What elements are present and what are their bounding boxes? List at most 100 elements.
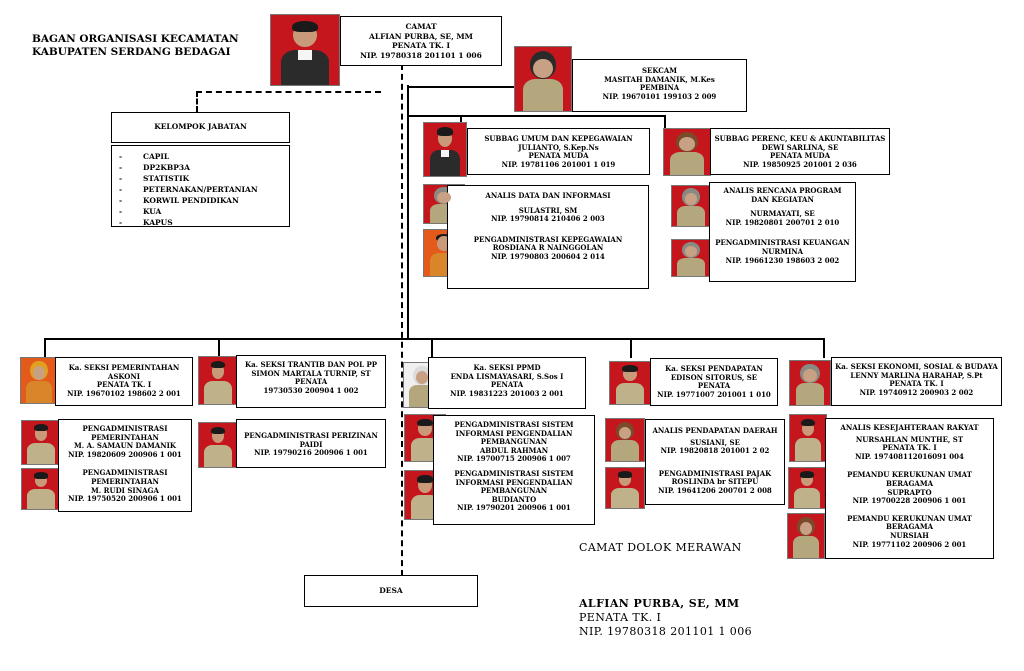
camat-nip: NIP. 19780318 201101 1 006 bbox=[360, 50, 482, 60]
subbag-umum-photo bbox=[423, 122, 467, 177]
desa-box: DESA bbox=[304, 575, 478, 607]
budianto-role-2: INFORMASI PENGENDALIAN bbox=[455, 477, 573, 487]
subbag-perenc-staff-box: ANALIS RENCANA PROGRAM DAN KEGIATAN NURM… bbox=[709, 182, 856, 282]
camat-box: CAMAT ALFIAN PURBA, SE, MM PENATA TK. I … bbox=[340, 16, 502, 66]
subbag-umum-nip: NIP. 19781106 201001 1 019 bbox=[501, 159, 616, 169]
kelompok-item: -STATISTIK bbox=[119, 174, 190, 183]
signature-rank: PENATA TK. I bbox=[579, 611, 662, 624]
sekcam-name: MASITAH DAMANIK, M.Kes bbox=[604, 74, 715, 84]
seksi-horizontal-line bbox=[44, 338, 825, 340]
camat-name: ALFIAN PURBA, SE, MM bbox=[369, 31, 473, 41]
paidi-role: PENGADMINISTRASI PERIZINAN bbox=[244, 431, 378, 440]
nursiah-name: NURSIAH bbox=[890, 530, 929, 540]
rudi-sinaga-nip: NIP. 19750520 200906 1 001 bbox=[68, 494, 182, 504]
susiani-nip: NIP. 19820818 201001 2 02 bbox=[660, 446, 770, 456]
seksi-trantib-box: Ka. SEKSI TRANTIB DAN POL PP SIMON MARTA… bbox=[236, 355, 386, 408]
rosdiana-name: ROSDIANA R NAINGGOLAN bbox=[492, 243, 604, 253]
seksi-pemerintahan-staff-box: PENGADMINISTRASI PEMERINTAHAN M. A. SAMA… bbox=[58, 419, 192, 512]
subbag-umum-staff-box: ANALIS DATA DAN INFORMASI SULASTRI, SM N… bbox=[447, 185, 649, 289]
chart-title-line1: BAGAN ORGANISASI KECAMATAN bbox=[32, 33, 239, 45]
seksi-ekonomi-name: LENNY MARLINA HARAHAP, S.Pt bbox=[850, 370, 983, 380]
kelompok-item: -DP2KBP3A bbox=[119, 163, 190, 172]
nurmayati-nip: NIP. 19820801 200701 2 010 bbox=[725, 217, 840, 227]
camat-photo bbox=[270, 14, 340, 86]
simon-photo bbox=[198, 356, 238, 405]
suprapto-nip: NIP. 19700228 200906 1 001 bbox=[852, 496, 967, 506]
nursahlan-role: ANALIS KESEJAHTERAAN RAKYAT bbox=[840, 423, 979, 432]
rudi-sinaga-name: M. RUDI SINAGA bbox=[91, 485, 159, 495]
edison-photo bbox=[609, 361, 651, 405]
rosdiana-role: PENGADMINISTRASI KEPEGAWAIAN bbox=[473, 234, 623, 244]
suprapto-role: PEMANDU KERUKUNAN UMAT bbox=[847, 470, 972, 480]
abdul-rahman-name: ABDUL RAHMAN bbox=[479, 445, 549, 455]
signature-place: CAMAT DOLOK MERAWAN bbox=[579, 541, 742, 554]
subbag-perenc-drop bbox=[664, 115, 666, 129]
seksi-ppmd-name: ENDA LISMAYASARI, S.Sos I bbox=[450, 371, 564, 381]
seksi-pendapatan-position: Ka. SEKSI PENDAPATAN bbox=[665, 364, 763, 373]
subbag-umum-rank: PENATA MUDA bbox=[528, 151, 589, 161]
seksi-pendapatan-rank: PENATA bbox=[697, 381, 731, 391]
budianto-role-3: PEMBANGUNAN bbox=[480, 486, 548, 496]
seksi-pendapatan-drop bbox=[630, 338, 632, 358]
rudi-sinaga-photo bbox=[21, 468, 61, 510]
samaun-role-2: PEMERINTAHAN bbox=[91, 432, 159, 442]
nurmina-name: NURMINA bbox=[761, 246, 804, 256]
nurmayati-role: ANALIS RENCANA PROGRAM bbox=[723, 186, 842, 195]
seksi-ppmd-position: Ka. SEKSI PPMD bbox=[473, 363, 541, 372]
seksi-ekonomi-drop bbox=[823, 338, 825, 358]
budianto-name: BUDIANTO bbox=[491, 494, 537, 504]
seksi-ppmd-staff-box: PENGADMINISTRASI SISTEM INFORMASI PENGEN… bbox=[433, 415, 595, 525]
subbag-umum-box: SUBBAG UMUM DAN KEPEGAWAIAN JULIANTO, S.… bbox=[467, 128, 650, 175]
nursahlan-nip: NIP. 197408112016091 004 bbox=[855, 451, 964, 461]
nurmina-photo bbox=[671, 239, 711, 277]
seksi-trantib-name: SIMON MARTALA TURNIP, ST bbox=[251, 368, 371, 378]
paidi-name: PAIDI bbox=[299, 439, 323, 449]
suprapto-role-2: BERAGAMA bbox=[885, 478, 934, 488]
nursiah-nip: NIP. 19771102 200906 2 001 bbox=[852, 539, 967, 549]
sekcam-photo bbox=[514, 46, 572, 112]
chart-title: BAGAN ORGANISASI KECAMATAN KABUPATEN SER… bbox=[32, 33, 239, 59]
seksi-pendapatan-nip: NIP. 19771007 201001 1 010 bbox=[657, 389, 771, 399]
subbag-horizontal-line bbox=[407, 115, 666, 117]
seksi-pendapatan-name: EDISON SITORUS, SE bbox=[670, 372, 758, 382]
seksi-ekonomi-position: Ka. SEKSI EKONOMI, SOSIAL & BUDAYA bbox=[835, 362, 998, 371]
main-vertical-line bbox=[407, 85, 409, 338]
rosdiana-nip: NIP. 19790803 200604 2 014 bbox=[491, 251, 605, 261]
seksi-ppmd-box: Ka. SEKSI PPMD ENDA LISMAYASARI, S.Sos I… bbox=[428, 357, 586, 409]
subbag-umum-position: SUBBAG UMUM DAN KEPEGAWAIAN bbox=[484, 134, 633, 143]
sekcam-rank: PEMBINA bbox=[639, 83, 680, 93]
kelompok-jabatan-heading-box: KELOMPOK JABATAN bbox=[111, 112, 290, 143]
paidi-photo bbox=[198, 422, 238, 468]
kelompok-connector-vertical bbox=[196, 91, 198, 112]
seksi-ekonomi-staff-box: ANALIS KESEJAHTERAAN RAKYAT NURSAHLAN MU… bbox=[825, 418, 994, 559]
suprapto-name: SUPRAPTO bbox=[887, 487, 932, 497]
seksi-trantib-drop bbox=[218, 338, 220, 358]
sulastri-name: SULASTRI, SM bbox=[518, 205, 578, 215]
camat-position: CAMAT bbox=[405, 22, 437, 31]
nursahlan-rank: PENATA TK. I bbox=[882, 443, 937, 453]
susiani-role: ANALIS PENDAPATAN DAERAH bbox=[652, 426, 778, 435]
abdul-rahman-role-2: INFORMASI PENGENDALIAN bbox=[455, 428, 573, 438]
sekcam-connector bbox=[407, 86, 515, 88]
abdul-rahman-role-3: PEMBANGUNAN bbox=[480, 437, 548, 447]
seksi-pemerintahan-name: ASKONI bbox=[107, 371, 141, 381]
nursiah-role: PEMANDU KERUKUNAN UMAT bbox=[847, 513, 972, 523]
nursahlan-photo bbox=[789, 414, 827, 462]
abdul-rahman-nip: NIP. 19700715 200906 1 007 bbox=[457, 454, 571, 464]
nursahlan-name: NURSAHLAN MUNTHE, ST bbox=[855, 434, 964, 444]
kelompok-item: -CAPIL bbox=[119, 152, 170, 161]
nurmina-role: PENGADMINISTRASI KEUANGAN bbox=[715, 238, 850, 248]
kelompok-item: -KAPUS bbox=[119, 218, 173, 227]
seksi-ekonomi-box: Ka. SEKSI EKONOMI, SOSIAL & BUDAYA LENNY… bbox=[831, 357, 1002, 406]
roslinda-photo bbox=[605, 467, 645, 509]
subbag-perenc-position: SUBBAG PERENC, KEU & AKUNTABILITAS bbox=[714, 134, 886, 143]
abdul-rahman-role: PENGADMINISTRASI SISTEM bbox=[454, 420, 574, 429]
seksi-pemerintahan-rank: PENATA TK. I bbox=[96, 380, 152, 390]
kelompok-item: -PETERNAKAN/PERTANIAN bbox=[119, 185, 258, 194]
samaun-role: PENGADMINISTRASI bbox=[82, 424, 168, 433]
susiani-photo bbox=[605, 418, 645, 462]
askoni-photo bbox=[20, 357, 58, 404]
subbag-umum-name: JULIANTO, S.Kep.Ns bbox=[518, 142, 599, 152]
subbag-perenc-nip: NIP. 19850925 201001 2 036 bbox=[743, 159, 857, 169]
desa-label: DESA bbox=[379, 585, 403, 595]
